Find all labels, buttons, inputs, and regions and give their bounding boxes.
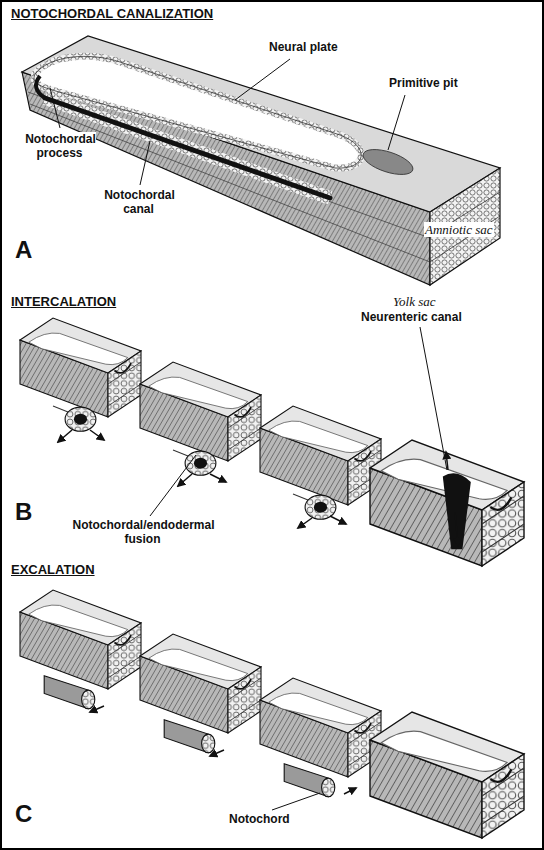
label-holder: Yolk sac xyxy=(392,294,437,310)
illustration-part xyxy=(140,362,261,461)
leader-lines xyxy=(150,327,447,516)
illustration-part xyxy=(150,455,196,516)
leader-lines xyxy=(50,59,405,185)
label-holder: Notochordal canal xyxy=(98,188,180,217)
illustration-part xyxy=(388,95,405,150)
label-holder: A xyxy=(14,236,33,265)
illustration-part xyxy=(420,327,447,470)
label-holder: Neural plate xyxy=(268,40,339,54)
illustration-part xyxy=(344,788,356,794)
illustration-part xyxy=(90,706,104,712)
illustration-part xyxy=(260,678,381,797)
illustration-part xyxy=(58,430,72,442)
label-holder: Notochord xyxy=(228,812,291,826)
label-holder: C xyxy=(14,800,33,829)
handwritten-label: Amniotic sac xyxy=(424,222,494,237)
embryonic-disc xyxy=(22,36,500,285)
illustration-part xyxy=(173,450,216,475)
illustration-part xyxy=(22,36,500,212)
illustration-part xyxy=(45,98,330,198)
illustration-part xyxy=(370,712,524,838)
part-label: Notochordal canal xyxy=(103,188,175,216)
panel-heading: NOTOCHORDAL CANALIZATION xyxy=(10,6,214,21)
illustration-part xyxy=(140,634,261,733)
handwritten-label: Yolk sac xyxy=(392,294,437,309)
illustration-part xyxy=(140,141,150,185)
illustration-part xyxy=(140,634,261,753)
illustration-part xyxy=(260,406,381,519)
illustration-part xyxy=(330,516,346,524)
illustration-part xyxy=(44,676,95,709)
intercalation-segments xyxy=(20,318,524,566)
illustration-part xyxy=(36,76,45,98)
illustration-part xyxy=(298,518,312,528)
label-holder: EXCALATION xyxy=(10,562,96,578)
illustration-part xyxy=(90,430,104,440)
illustration-part xyxy=(260,406,381,505)
panel-letter: B xyxy=(14,498,33,525)
label-holder: Notochordal process xyxy=(12,132,108,161)
illustration-part xyxy=(370,440,524,566)
illustration-part xyxy=(293,494,336,519)
illustration-part xyxy=(272,793,320,810)
movement-arrows xyxy=(90,706,356,794)
illustration-part xyxy=(370,440,524,566)
label-holder: B xyxy=(14,498,33,527)
panel-letter: C xyxy=(14,800,33,827)
part-label: Neurenteric canal xyxy=(360,310,463,324)
label-holder: Primitive pit xyxy=(388,76,459,90)
illustration-part xyxy=(210,750,224,756)
illustration-part xyxy=(20,318,141,417)
panel-letter: A xyxy=(14,236,33,263)
illustration-part xyxy=(443,473,471,549)
part-label: Notochordal process xyxy=(24,132,96,160)
label-holder: INTERCALATION xyxy=(10,294,117,310)
illustration-part xyxy=(455,512,458,545)
panel-heading: EXCALATION xyxy=(10,562,96,577)
part-label: Notochord xyxy=(228,812,291,826)
label-holder: Amniotic sac xyxy=(424,222,494,238)
illustration-part xyxy=(284,764,335,797)
illustration-part xyxy=(50,88,60,128)
label-holder: Neurenteric canal xyxy=(360,310,463,324)
label-holder: Notochordal/endodermal fusion xyxy=(58,518,228,547)
illustration-part xyxy=(260,678,381,777)
illustration-part xyxy=(20,590,141,689)
panel-heading: INTERCALATION xyxy=(10,294,117,309)
part-label: Neural plate xyxy=(268,40,339,54)
illustration-part xyxy=(53,406,96,431)
illustration-part xyxy=(210,474,226,482)
illustration-part xyxy=(164,720,215,753)
part-label: Primitive pit xyxy=(388,76,459,90)
illustration-part xyxy=(20,318,141,431)
illustration-part xyxy=(235,59,290,100)
illustration-part xyxy=(45,98,330,198)
illustration-part xyxy=(20,590,141,709)
excalation-segments xyxy=(20,590,524,838)
illustration-part xyxy=(140,362,261,475)
leader-lines xyxy=(272,793,320,810)
part-label: Notochordal/endodermal fusion xyxy=(71,518,214,546)
illustration-part xyxy=(370,712,524,838)
label-holder: NOTOCHORDAL CANALIZATION xyxy=(10,6,214,22)
